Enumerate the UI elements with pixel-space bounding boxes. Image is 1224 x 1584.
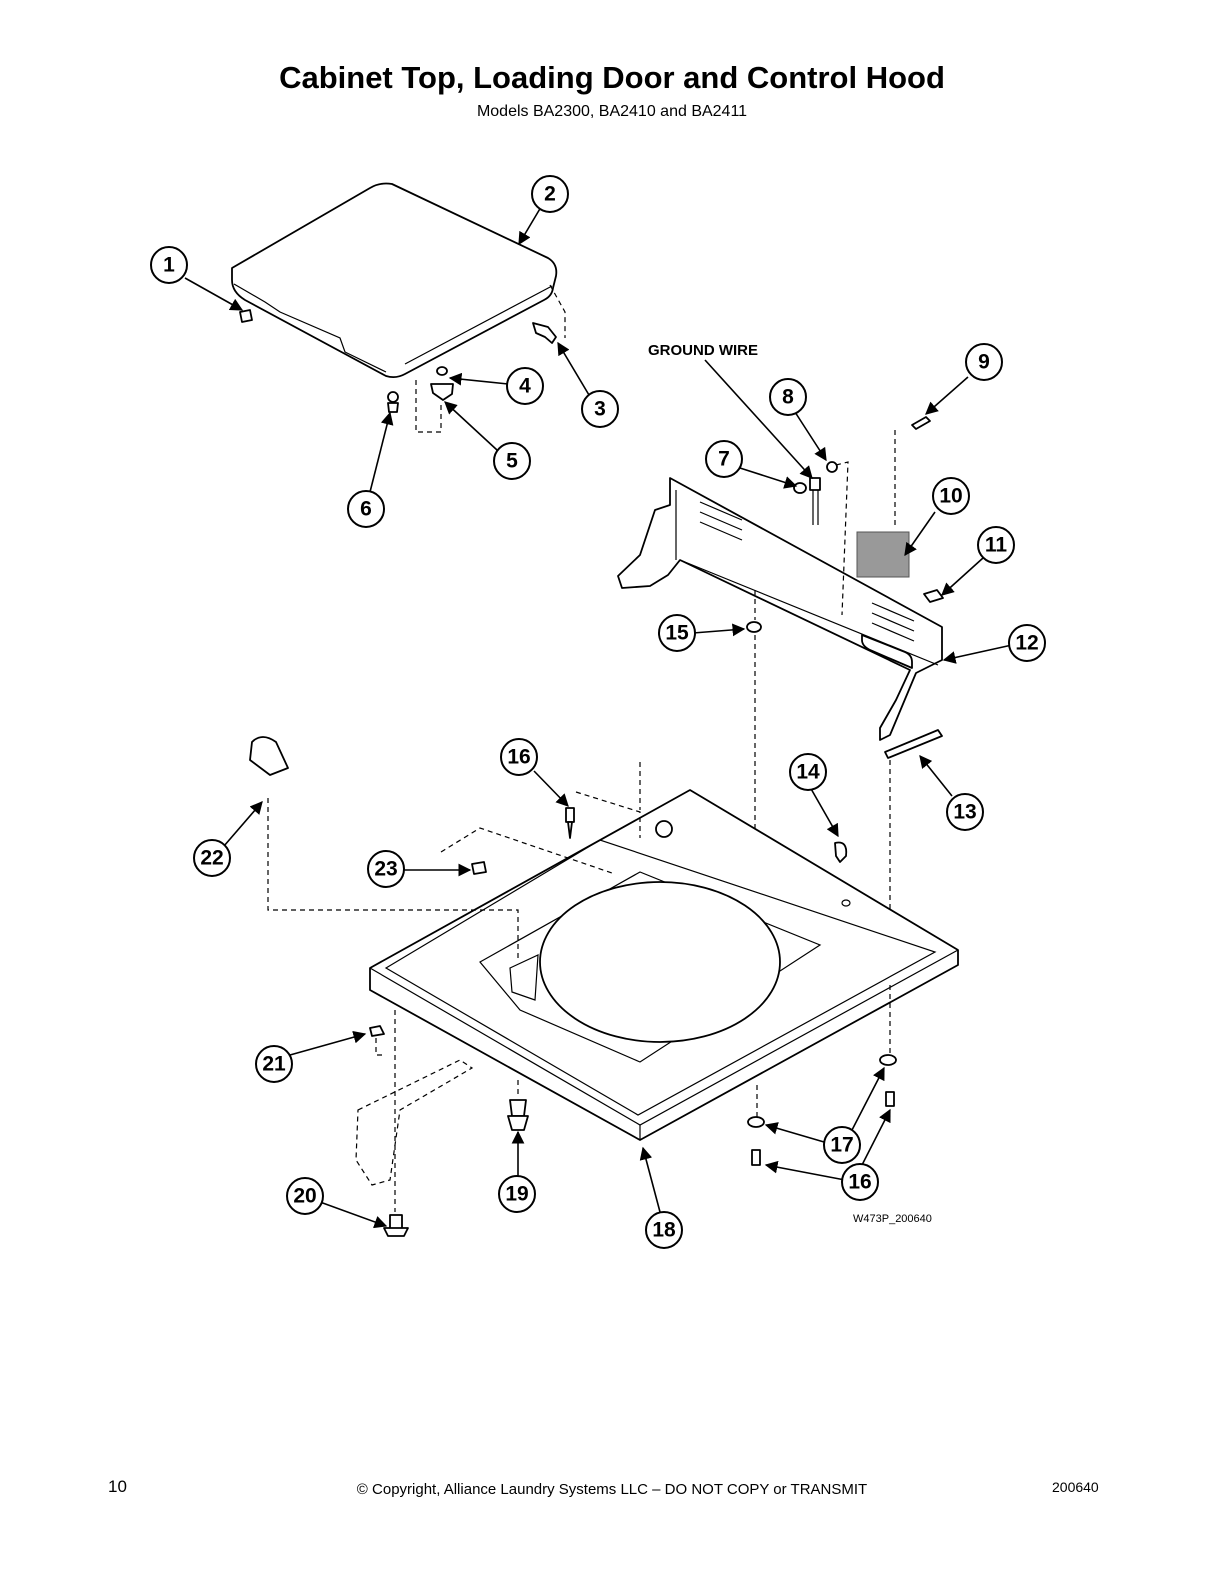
- callout-18: 18: [645, 1211, 683, 1249]
- footer-page-number: 10: [108, 1477, 127, 1496]
- callout-16-top: 16: [500, 738, 538, 776]
- callout-11: 11: [977, 526, 1015, 564]
- loading-door: [231, 182, 558, 379]
- callout-22: 22: [193, 839, 231, 877]
- callout-1-label: 1: [163, 254, 175, 277]
- callout-4: 4: [506, 367, 544, 405]
- callout-1: 1: [150, 246, 188, 284]
- callout-10: 10: [932, 477, 970, 515]
- callout-8: 8: [769, 378, 807, 416]
- callout-11-label: 11: [985, 534, 1008, 557]
- callout-7: 7: [705, 440, 743, 478]
- page-title: Cabinet Top, Loading Door and Control Ho…: [279, 60, 945, 95]
- callout-16-bottom: 16: [841, 1163, 879, 1201]
- callout-17-label: 17: [830, 1134, 853, 1157]
- callout-15-label: 15: [665, 622, 689, 645]
- callout-22-label: 22: [200, 847, 223, 870]
- callout-21-label: 21: [262, 1053, 286, 1076]
- callout-8-label: 8: [782, 386, 794, 409]
- footer-doc-code: 200640: [1052, 1479, 1099, 1495]
- leader-lines: [184, 206, 1013, 1229]
- callout-15: 15: [658, 614, 696, 652]
- callout-5: 5: [493, 442, 531, 480]
- callout-3-label: 3: [594, 398, 606, 421]
- ground-wire-label: GROUND WIRE: [648, 342, 758, 359]
- callout-3: 3: [581, 390, 619, 428]
- callout-23-label: 23: [374, 858, 397, 881]
- footer-copyright: © Copyright, Alliance Laundry Systems LL…: [356, 1481, 868, 1498]
- callout-23: 23: [367, 850, 405, 888]
- callout-19: 19: [498, 1175, 536, 1213]
- callout-16-bottom-label: 16: [848, 1171, 871, 1194]
- callout-7-label: 7: [718, 448, 730, 471]
- callout-5-label: 5: [506, 450, 518, 473]
- callout-13: 13: [946, 793, 984, 831]
- callout-6-label: 6: [360, 498, 372, 521]
- callout-13-label: 13: [953, 801, 976, 824]
- callout-14: 14: [789, 753, 827, 791]
- callout-16-top-label: 16: [507, 746, 530, 769]
- callout-18-label: 18: [652, 1219, 676, 1242]
- callout-9: 9: [965, 343, 1003, 381]
- page-subtitle: Models BA2300, BA2410 and BA2411: [476, 103, 748, 120]
- callout-6: 6: [347, 490, 385, 528]
- callout-2-label: 2: [544, 183, 556, 206]
- control-hood: [617, 477, 943, 741]
- callout-20: 20: [286, 1177, 324, 1215]
- callout-2: 2: [531, 175, 569, 213]
- cabinet-hardware: [249, 736, 897, 1237]
- callout-21: 21: [255, 1045, 293, 1083]
- callout-14-label: 14: [796, 761, 820, 784]
- callout-19-label: 19: [505, 1183, 528, 1206]
- callout-12: 12: [1008, 624, 1046, 662]
- drawing-id: W473P_200640: [853, 1213, 932, 1225]
- callout-9-label: 9: [978, 351, 990, 374]
- cabinet-side-bracket: [355, 1059, 474, 1186]
- callout-12-label: 12: [1015, 632, 1038, 655]
- callout-20-label: 20: [293, 1185, 316, 1208]
- callout-10-label: 10: [939, 485, 962, 508]
- callout-17: 17: [823, 1126, 861, 1164]
- cabinet-top: [369, 789, 959, 1141]
- callout-4-label: 4: [519, 375, 531, 398]
